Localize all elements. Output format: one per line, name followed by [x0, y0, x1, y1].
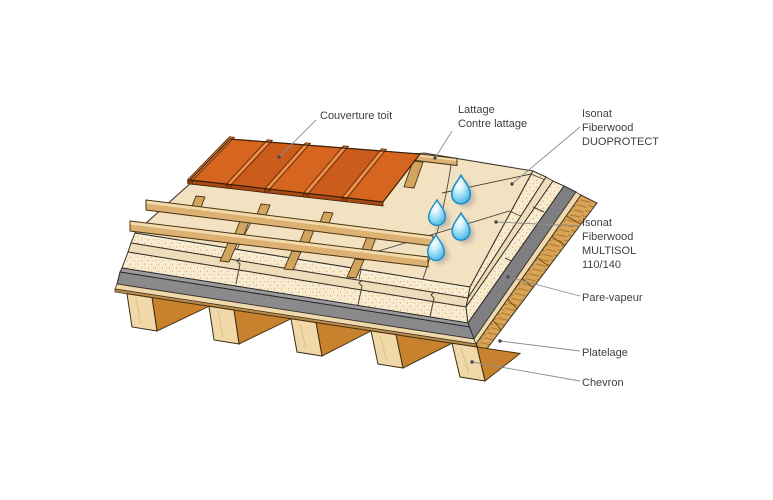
rafter-front-faces — [126, 293, 486, 382]
leader-couverture — [278, 119, 317, 158]
leader-chevron — [471, 361, 581, 382]
leader-dots — [277, 155, 514, 364]
label-multisol-line1: Isonat — [582, 217, 612, 229]
leader-multisol — [495, 221, 581, 227]
lattage-batten-2 — [129, 220, 429, 268]
chevron-rafter — [126, 293, 158, 332]
chevron-rafter — [370, 330, 404, 369]
water-droplet — [426, 233, 446, 262]
label-duoprotect-line3: DUOPROTECT — [582, 136, 659, 148]
rafters-group — [126, 194, 598, 382]
leader-platelage — [499, 340, 581, 352]
leader-lattage — [434, 130, 453, 159]
droplet-shapes — [426, 173, 472, 262]
label-pare-vapeur: Pare-vapeur — [582, 292, 643, 304]
label-lattage-line1: Lattage — [458, 104, 495, 116]
battens-group — [129, 152, 458, 279]
water-droplet — [450, 173, 472, 205]
tile-panel — [186, 136, 422, 207]
water-droplet — [451, 211, 471, 241]
rafter-grain-lines — [135, 298, 470, 375]
duoprotect-bevel-highlight — [134, 234, 471, 290]
label-couverture-toit: Couverture toit — [320, 110, 392, 122]
chevron-rafter — [290, 318, 323, 357]
chevron-rafter — [208, 305, 240, 345]
leader-duoprotect — [511, 126, 581, 185]
label-platelage: Platelage — [582, 347, 628, 359]
label-lattage-line2: Contre lattage — [458, 118, 527, 130]
leader-pare-vapeur — [507, 276, 581, 297]
label-duoprotect-line2: Fiberwood — [582, 122, 633, 134]
multisol-board-joints — [235, 206, 545, 318]
label-multisol-line3: MULTISOL — [582, 245, 636, 257]
labels-group: Couverture toit Lattage Contre lattage I… — [320, 104, 659, 389]
rafter-tail-dividers — [492, 215, 582, 331]
label-duoprotect-line1: Isonat — [582, 108, 612, 120]
chevron-rafter — [451, 342, 486, 382]
label-multisol-line2: Fiberwood — [582, 231, 633, 243]
water-droplet — [427, 198, 447, 227]
water-droplets — [426, 173, 475, 264]
label-multisol-line4: 110/140 — [582, 259, 621, 271]
leader-lines — [278, 119, 581, 382]
tile-panel-outline — [188, 138, 422, 203]
label-chevron: Chevron — [582, 377, 624, 389]
